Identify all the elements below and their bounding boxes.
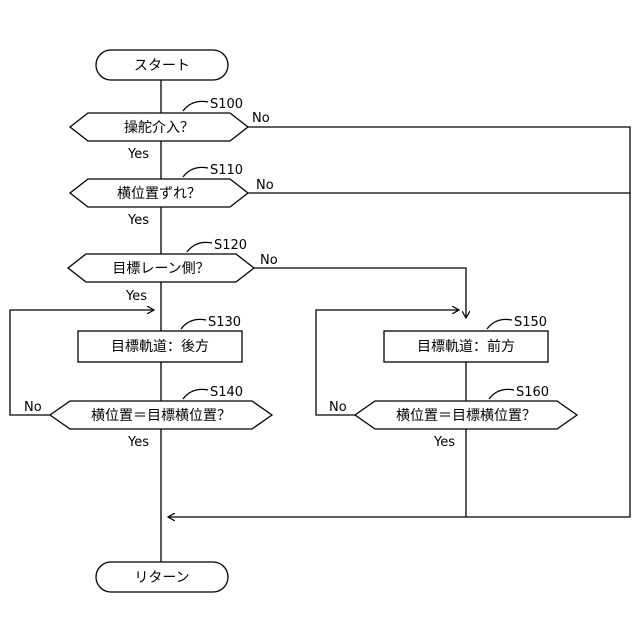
s150-id: S150: [514, 315, 547, 330]
s140-no-label: No: [24, 400, 42, 415]
s160-yes-label: Yes: [433, 435, 455, 450]
s150-leader: [487, 319, 512, 329]
start-label: スタート: [134, 58, 190, 74]
s160-id: S160: [516, 385, 549, 400]
s120-leader: [187, 242, 212, 252]
s110-leader: [183, 167, 208, 177]
s110-text: 横位置ずれ？: [117, 186, 201, 202]
s160-text: 横位置＝目標横位置？: [396, 408, 536, 424]
s100-yes-label: Yes: [127, 147, 149, 162]
s140-id: S140: [210, 385, 243, 400]
s110-id: S110: [210, 163, 243, 178]
s100-id: S100: [210, 97, 243, 112]
s160-no-label: No: [329, 400, 347, 415]
s120-id: S120: [214, 238, 247, 253]
s130-id: S130: [208, 315, 241, 330]
s140-leader: [183, 389, 208, 399]
s150-text: 目標軌道：前方: [417, 338, 515, 355]
s110-no-label: No: [256, 178, 274, 193]
s120-text: 目標レーン側？: [112, 261, 209, 277]
s110-yes-label: Yes: [127, 213, 149, 228]
s130-leader: [181, 319, 206, 329]
s140-yes-label: Yes: [127, 435, 149, 450]
s120-yes-label: Yes: [125, 289, 147, 304]
s140-text: 横位置＝目標横位置？: [91, 408, 231, 424]
s130-text: 目標軌道：後方: [111, 339, 209, 355]
s100-text: 操舵介入？: [124, 120, 194, 136]
s100-no-label: No: [252, 111, 270, 126]
s160-leader: [489, 389, 514, 399]
return-label: リターン: [134, 570, 189, 586]
s120-no-label: No: [260, 253, 278, 268]
s100-leader: [183, 101, 208, 111]
